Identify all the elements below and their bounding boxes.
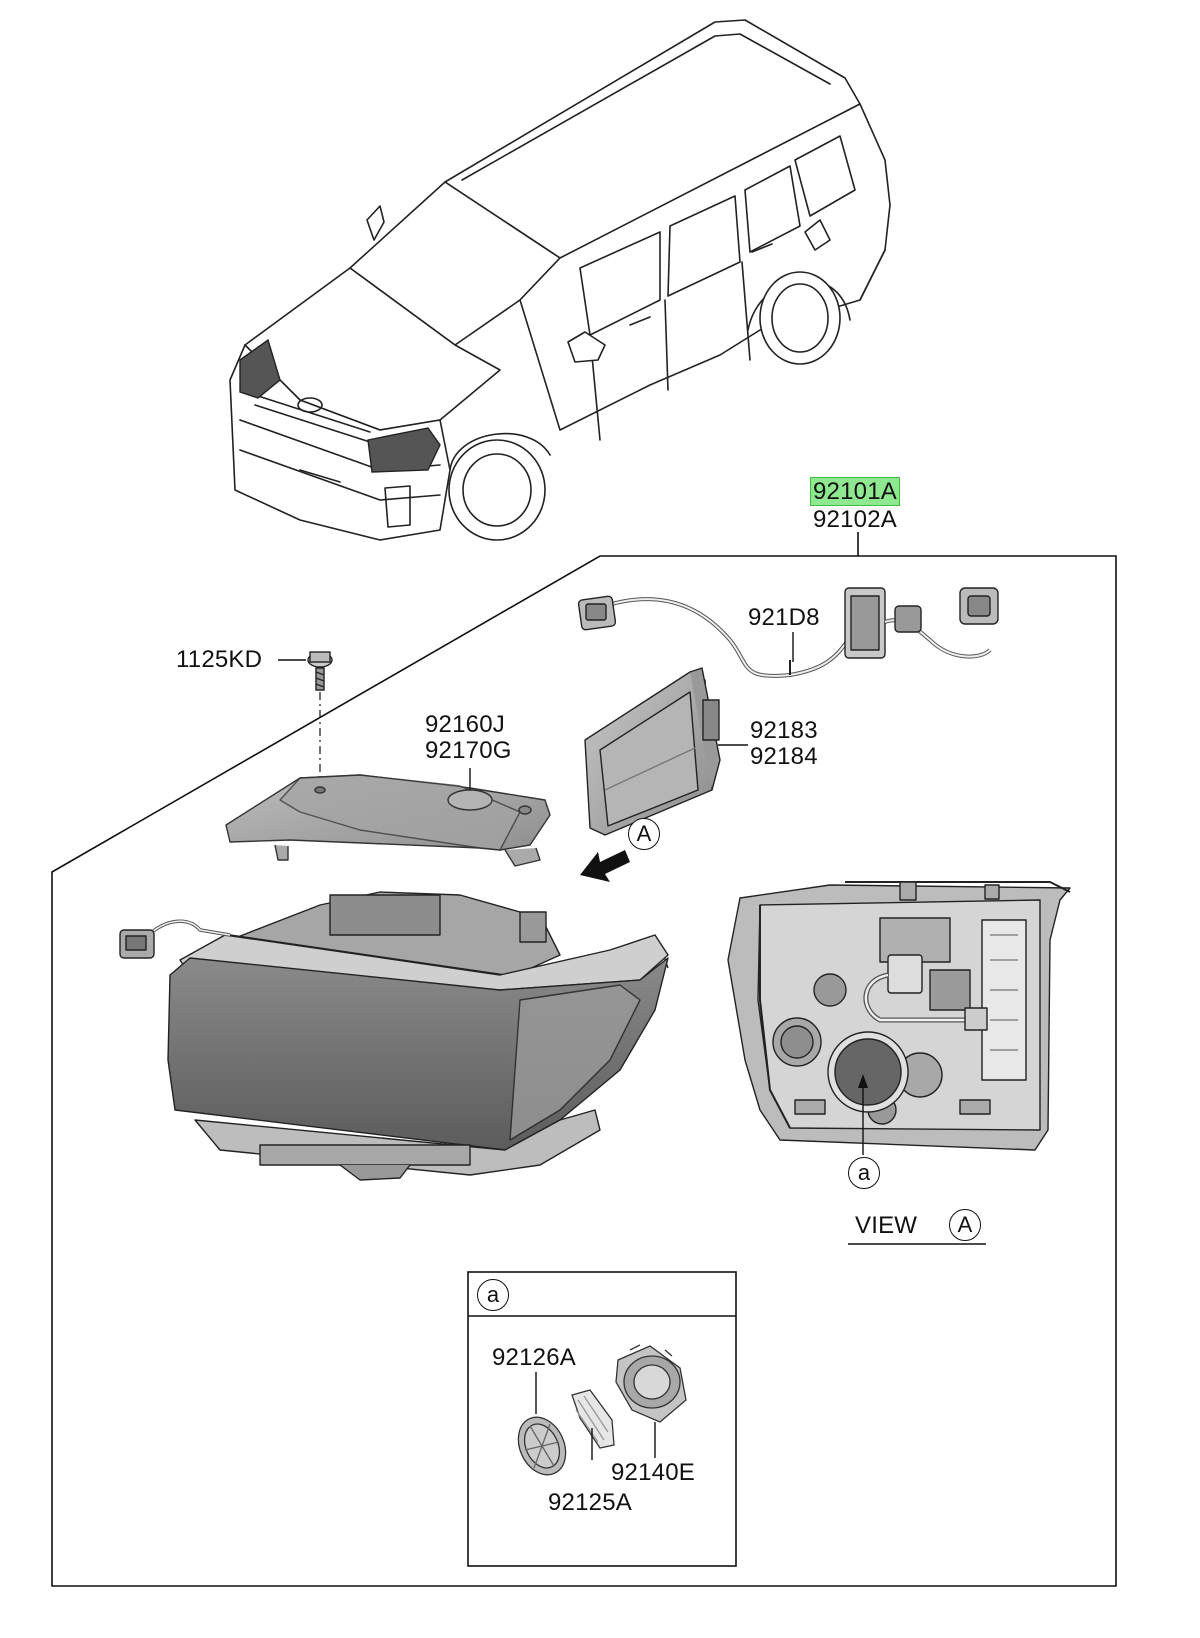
part-number-module-b[interactable]: 92184 [750, 743, 818, 770]
view-reference-callout[interactable]: A [628, 818, 660, 850]
cover-bracket-drawing [225, 774, 551, 867]
vehicle-illustration [229, 19, 891, 541]
part-number-main-b[interactable]: 92102A [813, 506, 897, 533]
view-title-reference: A [949, 1209, 981, 1241]
lens-plate-drawing [571, 1389, 615, 1449]
part-number-cover-a[interactable]: 92160J [425, 711, 505, 738]
part-number-lens-plate[interactable]: 92125A [548, 1489, 632, 1516]
cap-seal-drawing [517, 1416, 567, 1476]
control-module-drawing [584, 667, 721, 836]
view-title: VIEW [855, 1212, 918, 1239]
part-number-wiring[interactable]: 921D8 [748, 604, 820, 631]
socket-ring-drawing [615, 1344, 687, 1423]
vehicle-headlamp-right [367, 427, 441, 473]
assembly-frame [51, 555, 1117, 1587]
headlamp-assembly-drawing [119, 891, 669, 1181]
detail-box [467, 1271, 737, 1567]
part-number-cover-b[interactable]: 92170G [425, 737, 512, 764]
part-number-socket-ring[interactable]: 92140E [611, 1459, 695, 1486]
rear-view-drawing [727, 881, 1071, 1151]
detail-a-leader-arrow [858, 1074, 868, 1088]
wiring-harness-drawing [577, 587, 999, 678]
view-direction-arrow [580, 850, 630, 882]
vehicle-headlamp-left [239, 338, 281, 399]
bolt-drawing [307, 651, 333, 691]
part-number-main-a[interactable]: 92101A [810, 477, 900, 506]
detail-reference-callout[interactable]: a [848, 1157, 880, 1189]
part-number-module-a[interactable]: 92183 [750, 717, 818, 744]
part-number-cap-seal[interactable]: 92126A [492, 1344, 576, 1371]
part-number-bolt[interactable]: 1125KD [176, 646, 263, 673]
highlighted-part-number[interactable]: 92101A [810, 477, 900, 506]
detail-box-reference: a [477, 1279, 509, 1311]
